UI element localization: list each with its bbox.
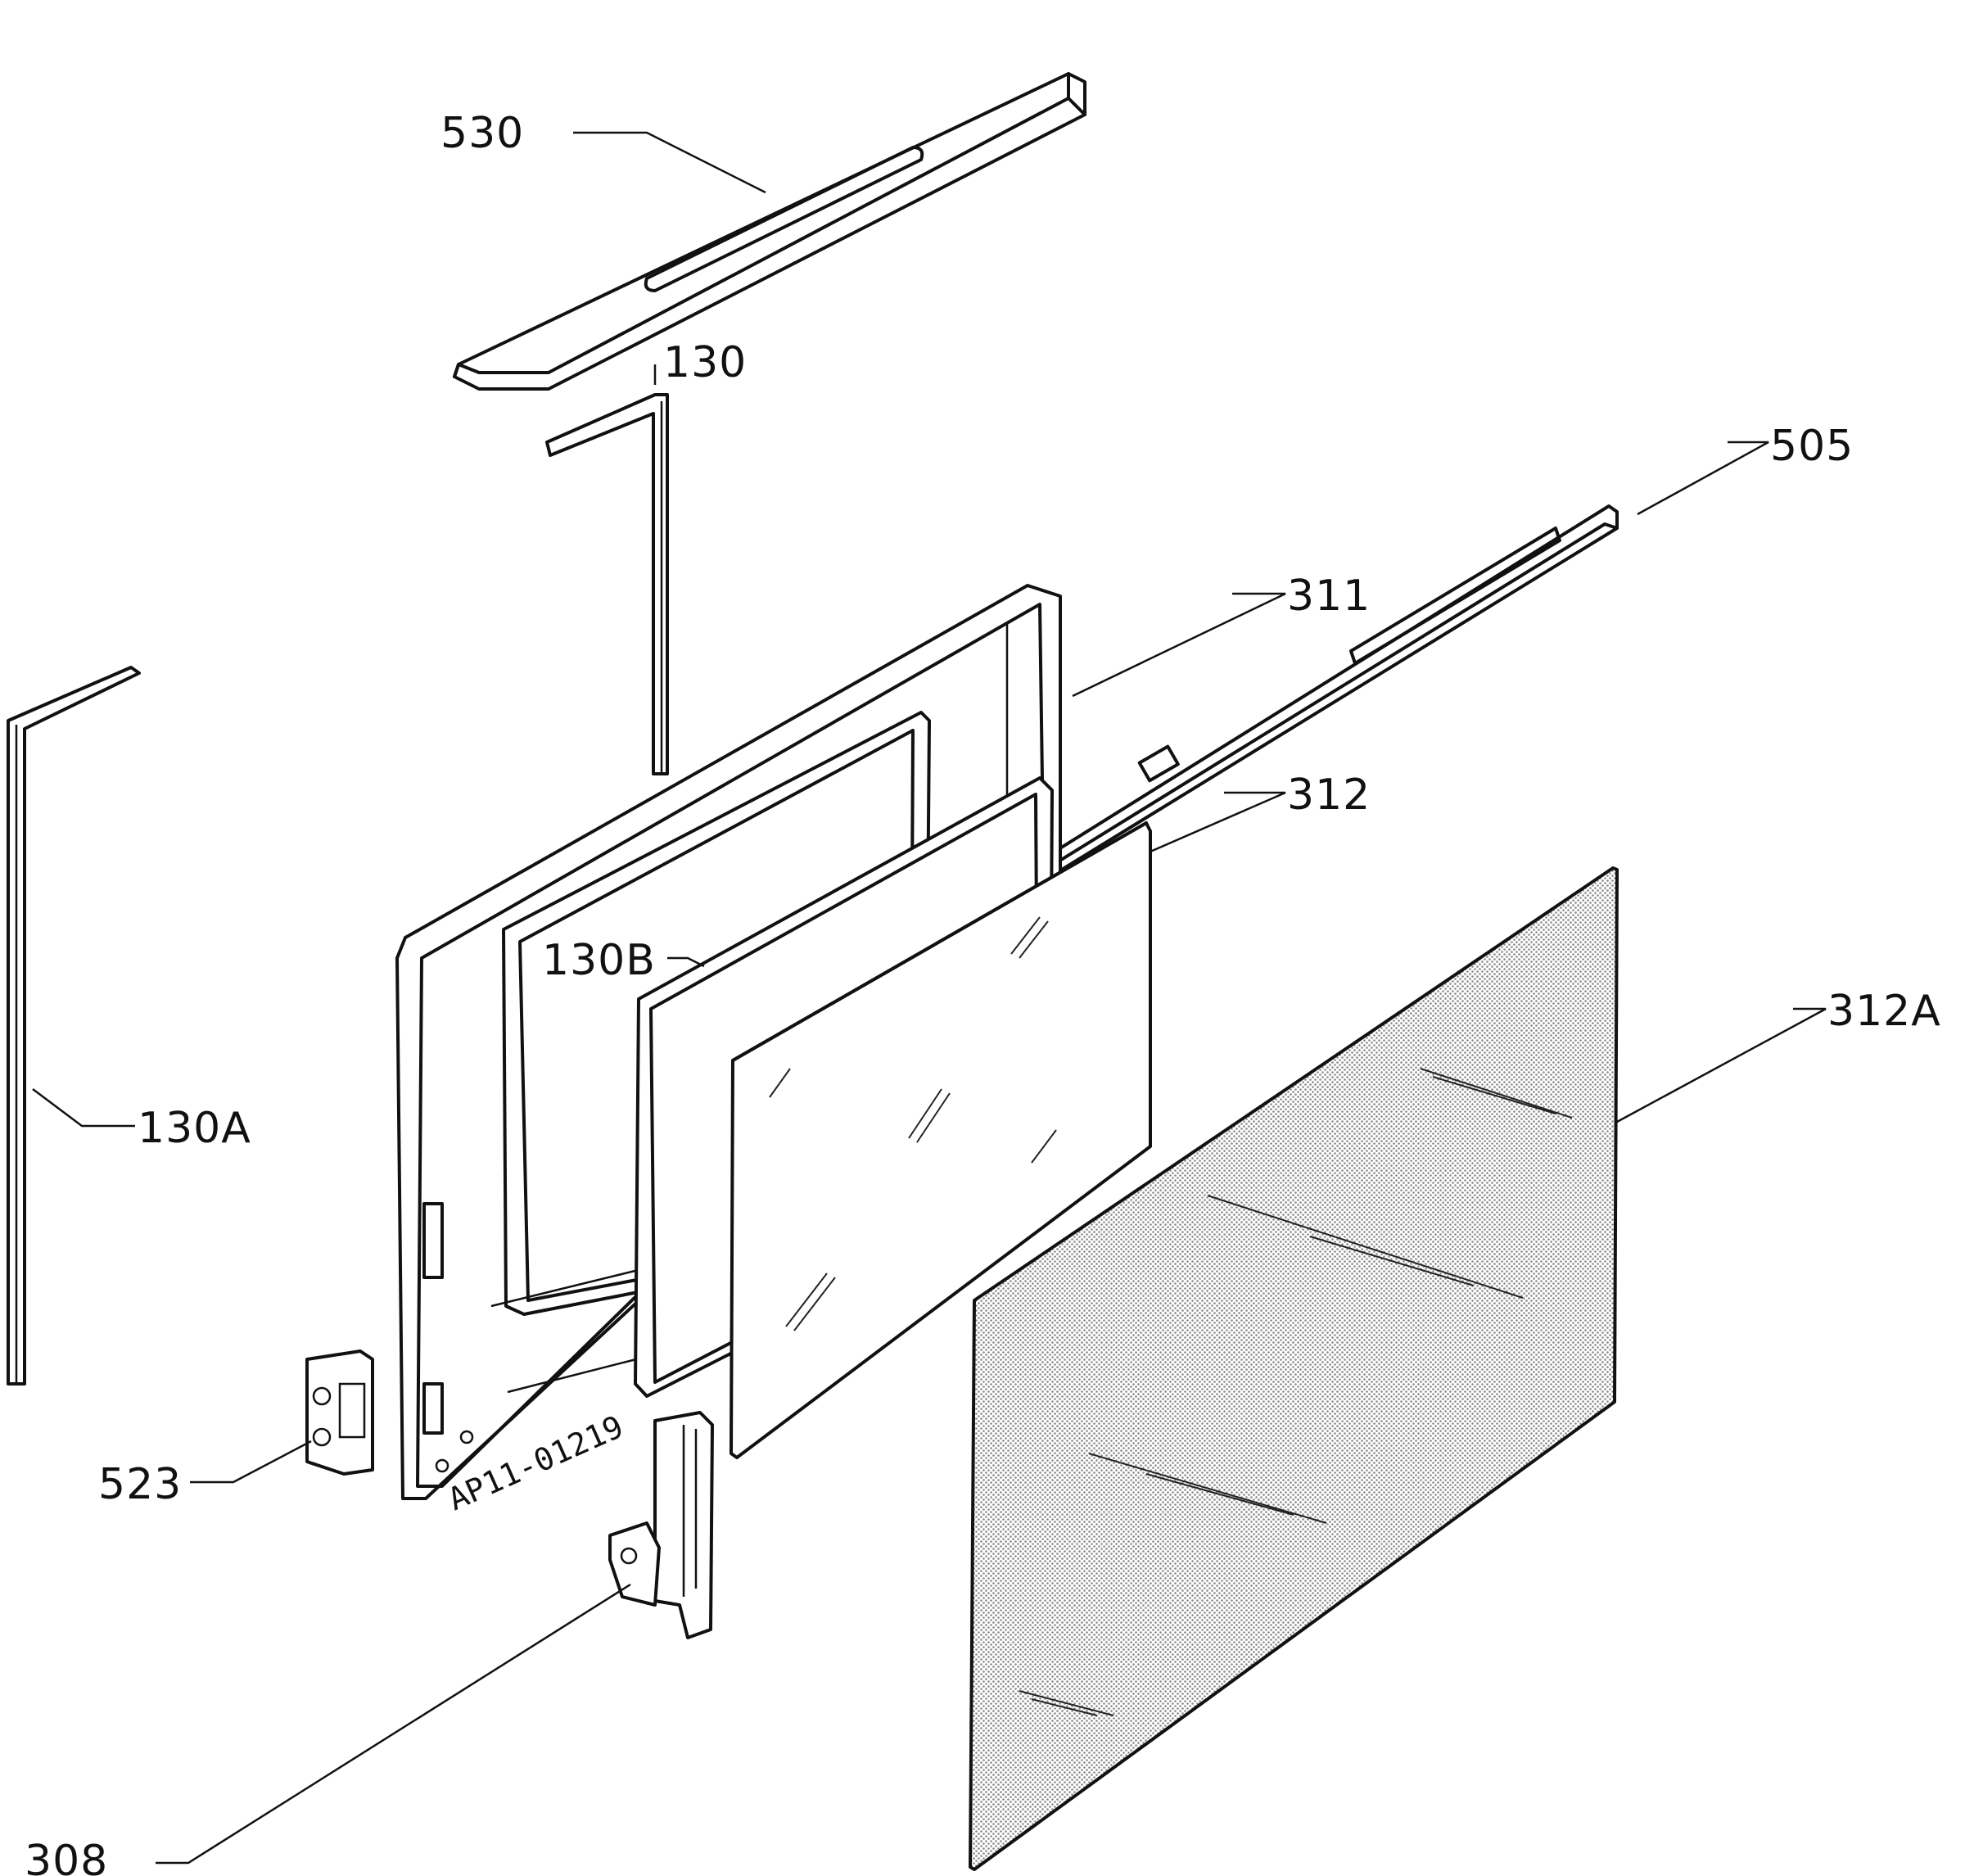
label-312a: 312A [1827, 987, 1941, 1036]
label-312: 312 [1287, 771, 1371, 820]
part-312-inner-glass [730, 821, 1152, 1459]
label-130b: 130B [542, 936, 656, 985]
part-312a-outer-glass [969, 866, 1619, 1871]
part-130a-gasket [7, 666, 141, 1386]
label-130: 130 [663, 338, 747, 387]
label-130a: 130A [138, 1104, 251, 1153]
part-308-hinge [608, 1411, 714, 1639]
label-523: 523 [98, 1460, 182, 1509]
part-130-gasket [545, 393, 669, 775]
label-530: 530 [440, 109, 524, 158]
label-308: 308 [25, 1837, 108, 1876]
glass-reflection-marks [769, 916, 1057, 1331]
part-523-bracket [305, 1349, 374, 1476]
leader-lines [32, 131, 1827, 1865]
label-505: 505 [1770, 422, 1854, 471]
part-labels: 530 130 505 311 312 130B 312A 130A 523 3… [25, 109, 1941, 1876]
glass-reflection-marks [1019, 1068, 1573, 1716]
label-311: 311 [1287, 572, 1371, 621]
part-505-rail [981, 504, 1619, 911]
part-530-top-trim [453, 72, 1086, 391]
